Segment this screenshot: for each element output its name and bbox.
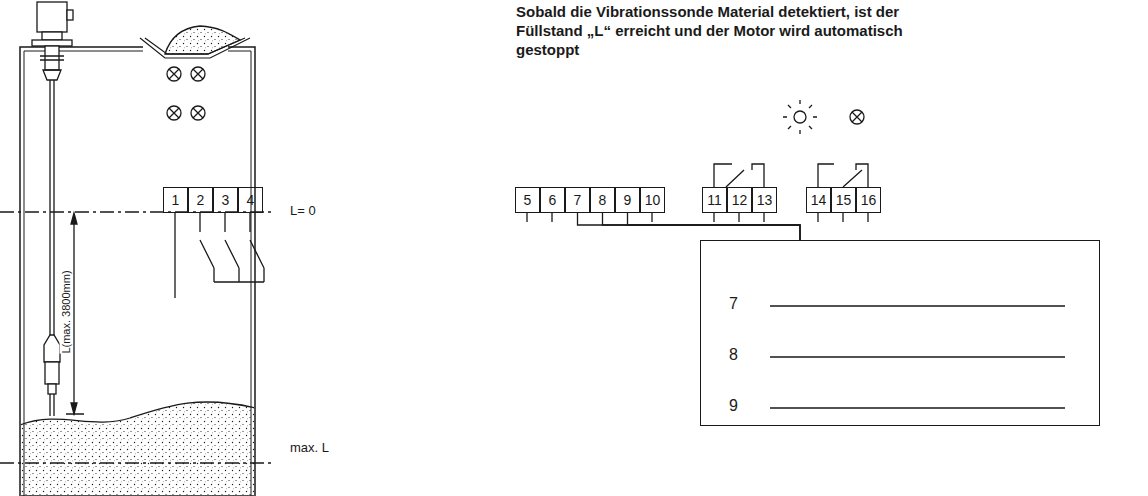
terminal-cell: 2: [188, 187, 213, 213]
vibration-fork: [50, 394, 54, 416]
motor-terminal: [67, 10, 73, 20]
wire: [174, 213, 175, 298]
rope: [50, 80, 54, 335]
terminal-cell: 12: [727, 187, 752, 213]
terminal-cell: 1: [163, 187, 188, 213]
wire-connector: [628, 213, 801, 240]
motor-base: [42, 32, 62, 40]
terminal-number: 9: [624, 192, 632, 208]
terminal-cell: 6: [540, 187, 565, 213]
wire-connector: [578, 213, 801, 240]
terminal-wire: [527, 213, 652, 222]
terminal-number: 12: [732, 192, 748, 208]
signal-lamp-off: [850, 110, 864, 124]
sensor-neck: [48, 384, 56, 394]
terminal-cell: 14: [806, 187, 831, 213]
terminal-cell: 11: [702, 187, 727, 213]
terminal-number: 6: [549, 192, 557, 208]
terminal-number: 13: [757, 192, 773, 208]
switch-contacts: [200, 213, 264, 282]
terminal-cell: 13: [752, 187, 777, 213]
silo-wall: [20, 47, 255, 496]
dimension-arrow: [71, 213, 77, 414]
note-text: Sobald die Vibrationssonde Material dete…: [516, 2, 926, 59]
terminal-number: 14: [811, 192, 827, 208]
flange: [32, 40, 72, 46]
terminal-cell: 10: [640, 187, 665, 213]
terminal-number: 10: [645, 192, 661, 208]
inlet-material: [165, 26, 240, 54]
terminal-cell: 7: [565, 187, 590, 213]
write-line: [770, 306, 1065, 408]
terminal-number: 7: [729, 295, 738, 313]
terminal-cell: 9: [615, 187, 640, 213]
shaft-guide: [45, 46, 59, 70]
terminal-cell: 15: [831, 187, 856, 213]
dimension-label: L(max. 3800mm): [60, 270, 72, 353]
lamp-symbol: [167, 67, 205, 120]
terminal-number: 11: [707, 192, 722, 208]
sensor-weight: [44, 335, 60, 362]
terminal-number: 4: [247, 192, 255, 208]
terminal-cell: 16: [856, 187, 881, 213]
wire-connector: [603, 213, 801, 240]
terminal-number: 8: [599, 192, 607, 208]
terminal-number: 2: [197, 192, 205, 208]
terminal-cell: 8: [590, 187, 615, 213]
terminal-number: 3: [222, 192, 230, 208]
level-label: max. L: [290, 440, 329, 455]
terminal-number: 8: [729, 346, 738, 364]
terminal-cell: 3: [213, 187, 238, 213]
sensor-body: [45, 362, 59, 384]
terminal-number: 1: [172, 192, 180, 208]
signal-lamp-on: [783, 100, 817, 134]
terminal-cell: 5: [515, 187, 540, 213]
terminal-number: 15: [836, 192, 852, 208]
shaft-guide-lines: [40, 56, 64, 80]
level-label: L= 0: [290, 203, 316, 218]
terminal-assignment-box: 7 8 9: [700, 240, 1100, 426]
terminal-cell: 4: [238, 187, 263, 213]
level-line: [0, 462, 272, 463]
terminal-number: 7: [574, 192, 582, 208]
terminal-number: 9: [729, 397, 738, 415]
terminal-number: 16: [861, 192, 877, 208]
motor-housing: [37, 2, 67, 32]
terminal-number: 5: [524, 192, 532, 208]
bulk-material: [21, 402, 254, 496]
silo-wall-inner: [24, 51, 251, 496]
